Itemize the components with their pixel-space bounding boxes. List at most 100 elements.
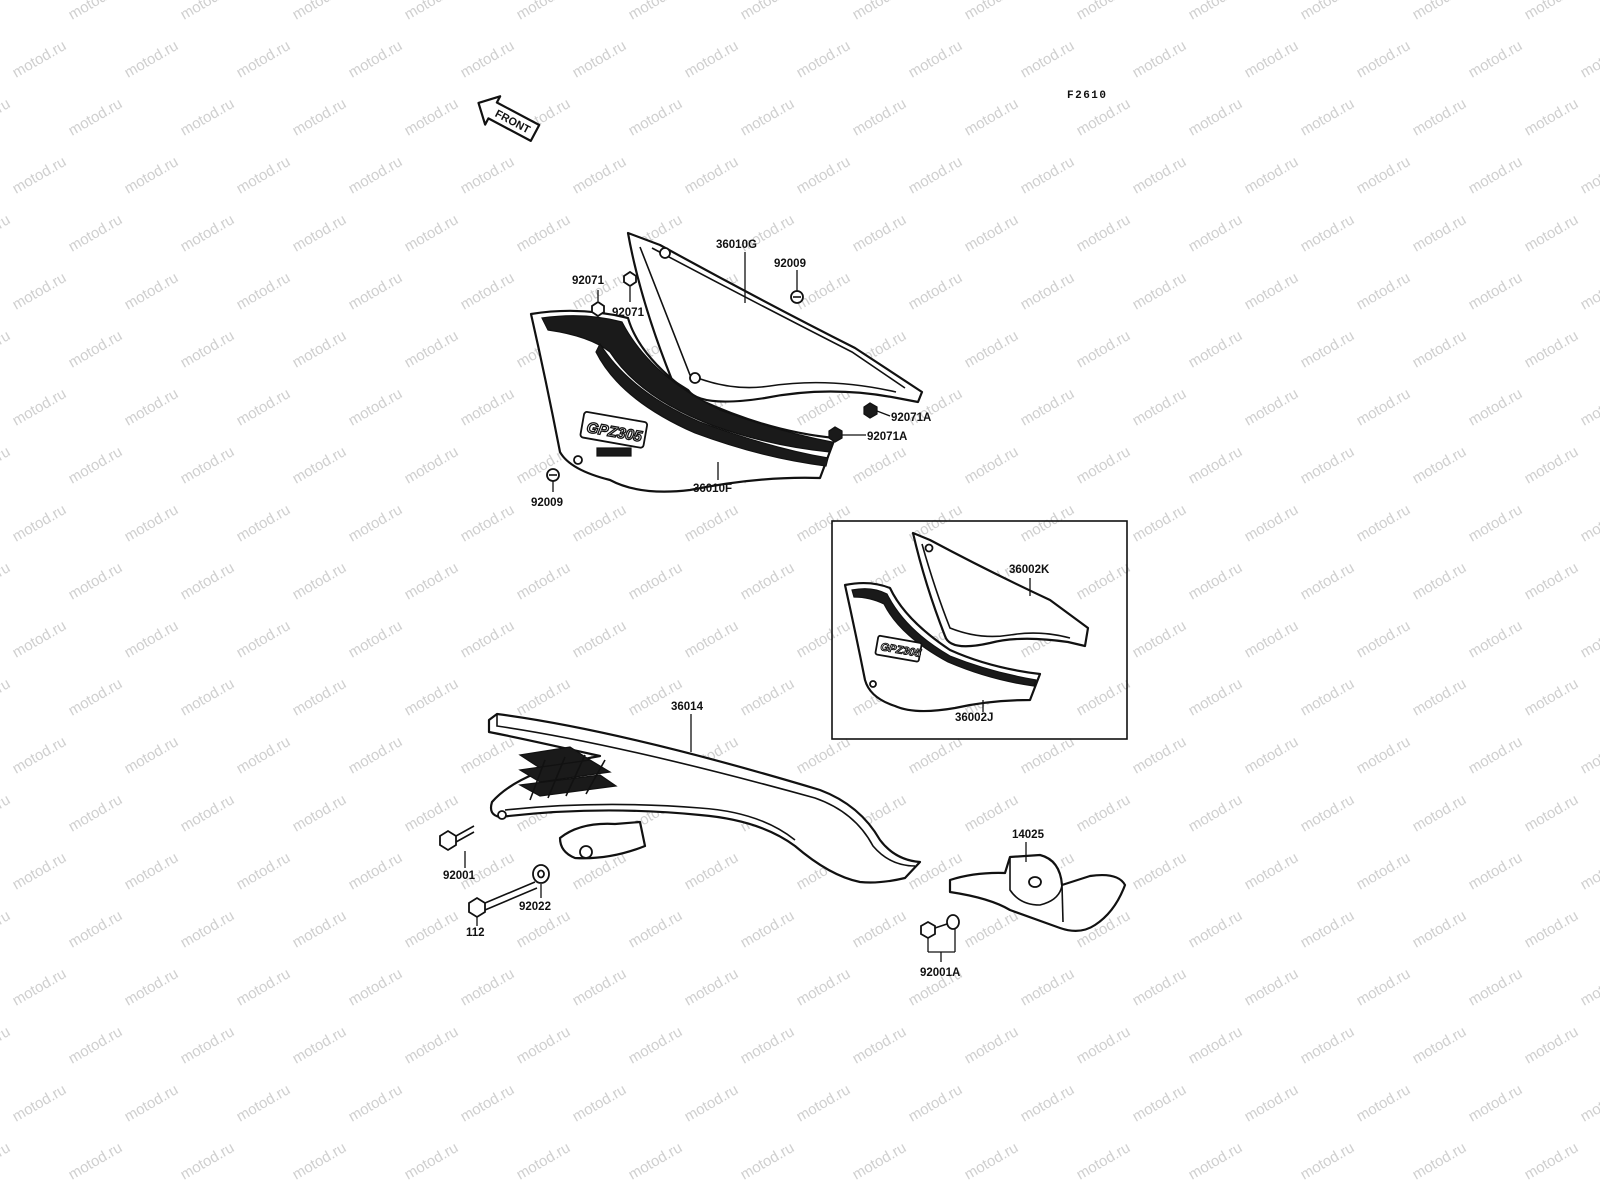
watermark-text: motod.ru <box>290 907 350 951</box>
watermark-text: motod.ru <box>1298 559 1358 603</box>
watermark-text: motod.ru <box>1466 849 1526 893</box>
watermark-text: motod.ru <box>1242 269 1302 313</box>
watermark-text: motod.ru <box>626 0 686 23</box>
watermark-text: motod.ru <box>1242 501 1302 545</box>
watermark-text: motod.ru <box>122 965 182 1009</box>
watermark-text: motod.ru <box>1578 269 1600 313</box>
watermark-text: motod.ru <box>1018 965 1078 1009</box>
watermark-text: motod.ru <box>1354 153 1414 197</box>
watermark-text: motod.ru <box>402 0 462 23</box>
watermark-text: motod.ru <box>122 849 182 893</box>
watermark-text: motod.ru <box>1186 791 1246 835</box>
watermark-text: motod.ru <box>1522 327 1582 371</box>
watermark-text: motod.ru <box>346 1081 406 1125</box>
watermark-text: motod.ru <box>906 153 966 197</box>
washer-92022 <box>532 864 550 884</box>
watermark-text: motod.ru <box>794 501 854 545</box>
watermark-text: motod.ru <box>1522 443 1582 487</box>
watermark-text: motod.ru <box>178 791 238 835</box>
watermark-text: motod.ru <box>290 95 350 139</box>
watermark-text: motod.ru <box>234 269 294 313</box>
label-92009-bottom: 92009 <box>531 497 563 509</box>
watermark-text: motod.ru <box>0 211 13 255</box>
watermark-text: motod.ru <box>1410 791 1470 835</box>
watermark-text: motod.ru <box>458 385 518 429</box>
watermark-text: motod.ru <box>1018 153 1078 197</box>
watermark-text: motod.ru <box>1018 1081 1078 1125</box>
watermark-text: motod.ru <box>626 907 686 951</box>
watermark-text: motod.ru <box>1354 501 1414 545</box>
watermark-text: motod.ru <box>1130 965 1190 1009</box>
watermark-text: motod.ru <box>1466 269 1526 313</box>
outer-side-cover-36002j: GPZ305 <box>843 581 1042 713</box>
watermark-text: motod.ru <box>1410 327 1470 371</box>
watermark-text: motod.ru <box>1186 443 1246 487</box>
watermark-text: motod.ru <box>402 443 462 487</box>
watermark-text: motod.ru <box>682 1081 742 1125</box>
watermark-text: motod.ru <box>1522 907 1582 951</box>
watermark-text: motod.ru <box>10 385 70 429</box>
chain-cover-36014 <box>487 712 922 884</box>
label-92001: 92001 <box>443 870 476 882</box>
watermark-text: motod.ru <box>234 617 294 661</box>
watermark-text: motod.ru <box>178 1023 238 1067</box>
watermark-text: motod.ru <box>10 501 70 545</box>
watermark-text: motod.ru <box>626 1023 686 1067</box>
watermark-text: motod.ru <box>1466 37 1526 81</box>
watermark-text: motod.ru <box>1074 327 1134 371</box>
watermark-text: motod.ru <box>458 617 518 661</box>
watermark-text: motod.ru <box>1074 0 1134 23</box>
watermark-text: motod.ru <box>290 791 350 835</box>
watermark-text: motod.ru <box>402 675 462 719</box>
watermark-text: motod.ru <box>850 1023 910 1067</box>
watermark-text: motod.ru <box>1522 0 1582 23</box>
watermark-text: motod.ru <box>1578 501 1600 545</box>
watermark-text: motod.ru <box>1242 849 1302 893</box>
watermark-text: motod.ru <box>122 385 182 429</box>
watermark-text: motod.ru <box>1130 849 1190 893</box>
label-36014: 36014 <box>671 701 704 713</box>
watermark-text: motod.ru <box>1354 849 1414 893</box>
watermark-text: motod.ru <box>850 907 910 951</box>
watermark-text: motod.ru <box>1354 1081 1414 1125</box>
watermark-text: motod.ru <box>66 327 126 371</box>
watermark-text: motod.ru <box>122 733 182 777</box>
watermark-text: motod.ru <box>178 1139 238 1183</box>
watermark-text: motod.ru <box>570 37 630 81</box>
label-92001a: 92001A <box>920 967 960 979</box>
watermark-text: motod.ru <box>570 965 630 1009</box>
watermark-text: motod.ru <box>1186 1139 1246 1183</box>
watermark-text: motod.ru <box>1410 559 1470 603</box>
watermark-text: motod.ru <box>10 849 70 893</box>
watermark-text: motod.ru <box>1074 1139 1134 1183</box>
watermark-text: motod.ru <box>0 95 13 139</box>
watermark-text: motod.ru <box>178 907 238 951</box>
watermark-text: motod.ru <box>66 1139 126 1183</box>
watermark-text: motod.ru <box>402 327 462 371</box>
watermark-text: motod.ru <box>1242 385 1302 429</box>
watermark-text: motod.ru <box>850 443 910 487</box>
watermark-text: motod.ru <box>1242 37 1302 81</box>
watermark-text: motod.ru <box>178 0 238 23</box>
watermark-text: motod.ru <box>234 1081 294 1125</box>
watermark-text: motod.ru <box>1522 1023 1582 1067</box>
watermark-text: motod.ru <box>514 675 574 719</box>
watermark-text: motod.ru <box>1018 385 1078 429</box>
watermark-text: motod.ru <box>962 443 1022 487</box>
watermark-text: motod.ru <box>794 965 854 1009</box>
watermark-text: motod.ru <box>346 965 406 1009</box>
screw-92009-top <box>790 290 804 304</box>
grommet-92071a-upper <box>863 402 878 419</box>
watermark-text: motod.ru <box>402 559 462 603</box>
diagram-code: F2610 <box>1067 90 1108 102</box>
bolt-112 <box>468 881 538 919</box>
grommet-92071a-lower <box>828 426 843 443</box>
watermark-text: motod.ru <box>458 153 518 197</box>
watermark-text: motod.ru <box>794 269 854 313</box>
watermark-text: motod.ru <box>1298 327 1358 371</box>
watermark-text: motod.ru <box>514 211 574 255</box>
watermark-text: motod.ru <box>0 443 13 487</box>
watermark-text: motod.ru <box>1578 1081 1600 1125</box>
